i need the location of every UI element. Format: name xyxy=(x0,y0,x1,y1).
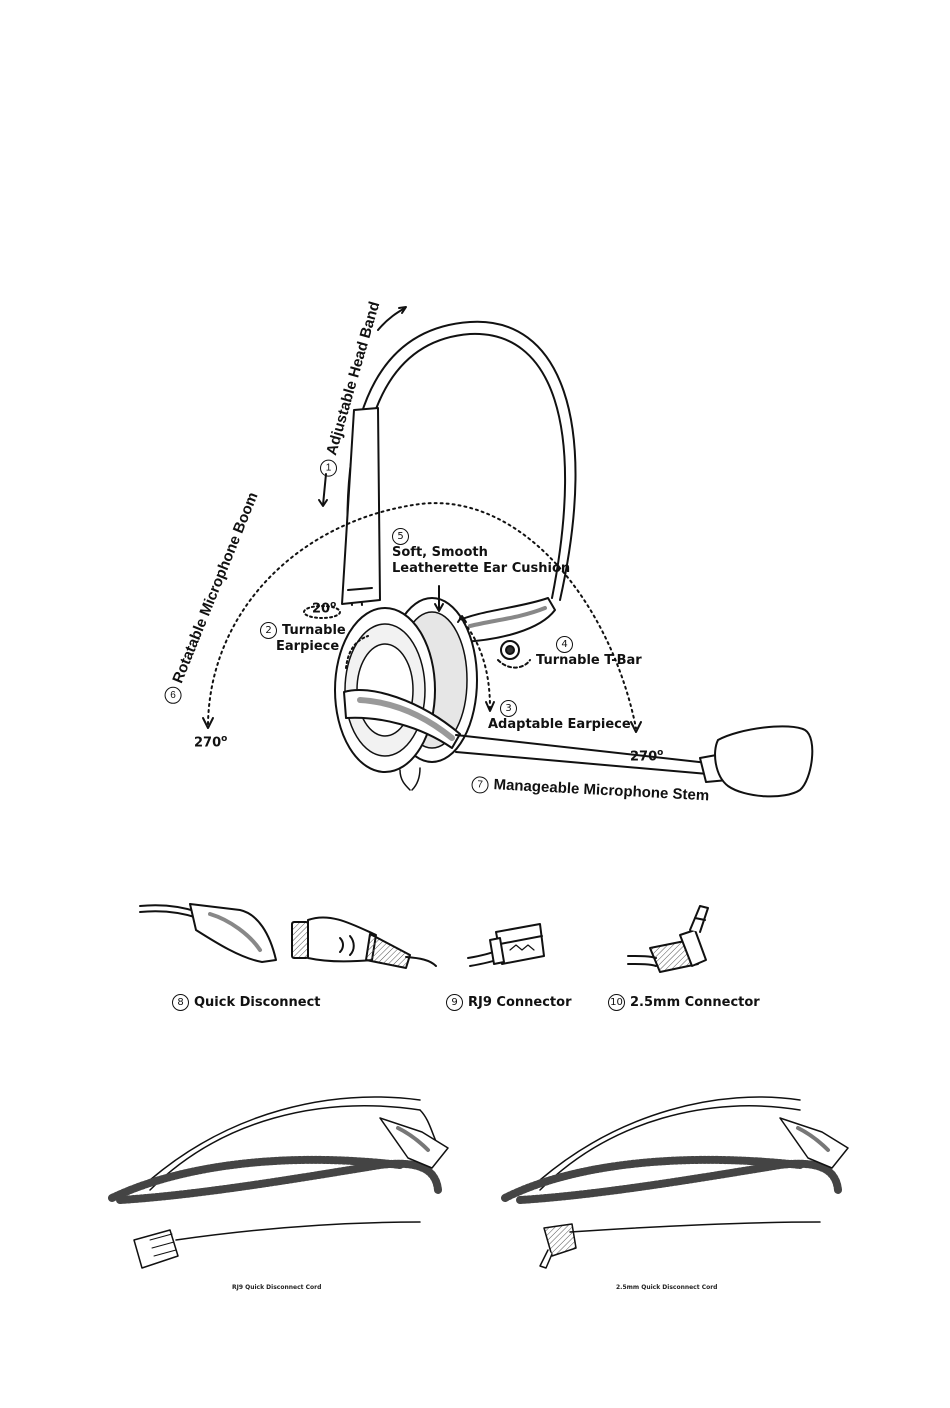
caption-mm-cord: 2.5mm Quick Disconnect Cord xyxy=(616,1284,717,1291)
label-adaptable-earpiece: 3 Adaptable Earpiece xyxy=(488,700,631,733)
mm-connector-illustration xyxy=(628,906,708,972)
label-soft-ear-cushion: 5 Soft, Smooth Leatherette Ear Cushion xyxy=(392,528,570,577)
angle-boom-left: 270o xyxy=(194,734,227,750)
label-turnable-t-bar: 4 Turnable T-Bar xyxy=(536,636,642,669)
angle-earpiece: 20o xyxy=(312,600,336,616)
headband-arrow-down xyxy=(323,474,326,505)
mm-coiled-cord xyxy=(505,1097,848,1268)
rj9-connector-illustration xyxy=(468,924,544,966)
caption-rj9-cord: RJ9 Quick Disconnect Cord xyxy=(232,1284,321,1291)
quick-disconnect-illustration xyxy=(140,904,436,968)
angle-boom-right: 270o xyxy=(630,748,663,764)
rj9-coiled-cord xyxy=(112,1097,448,1268)
